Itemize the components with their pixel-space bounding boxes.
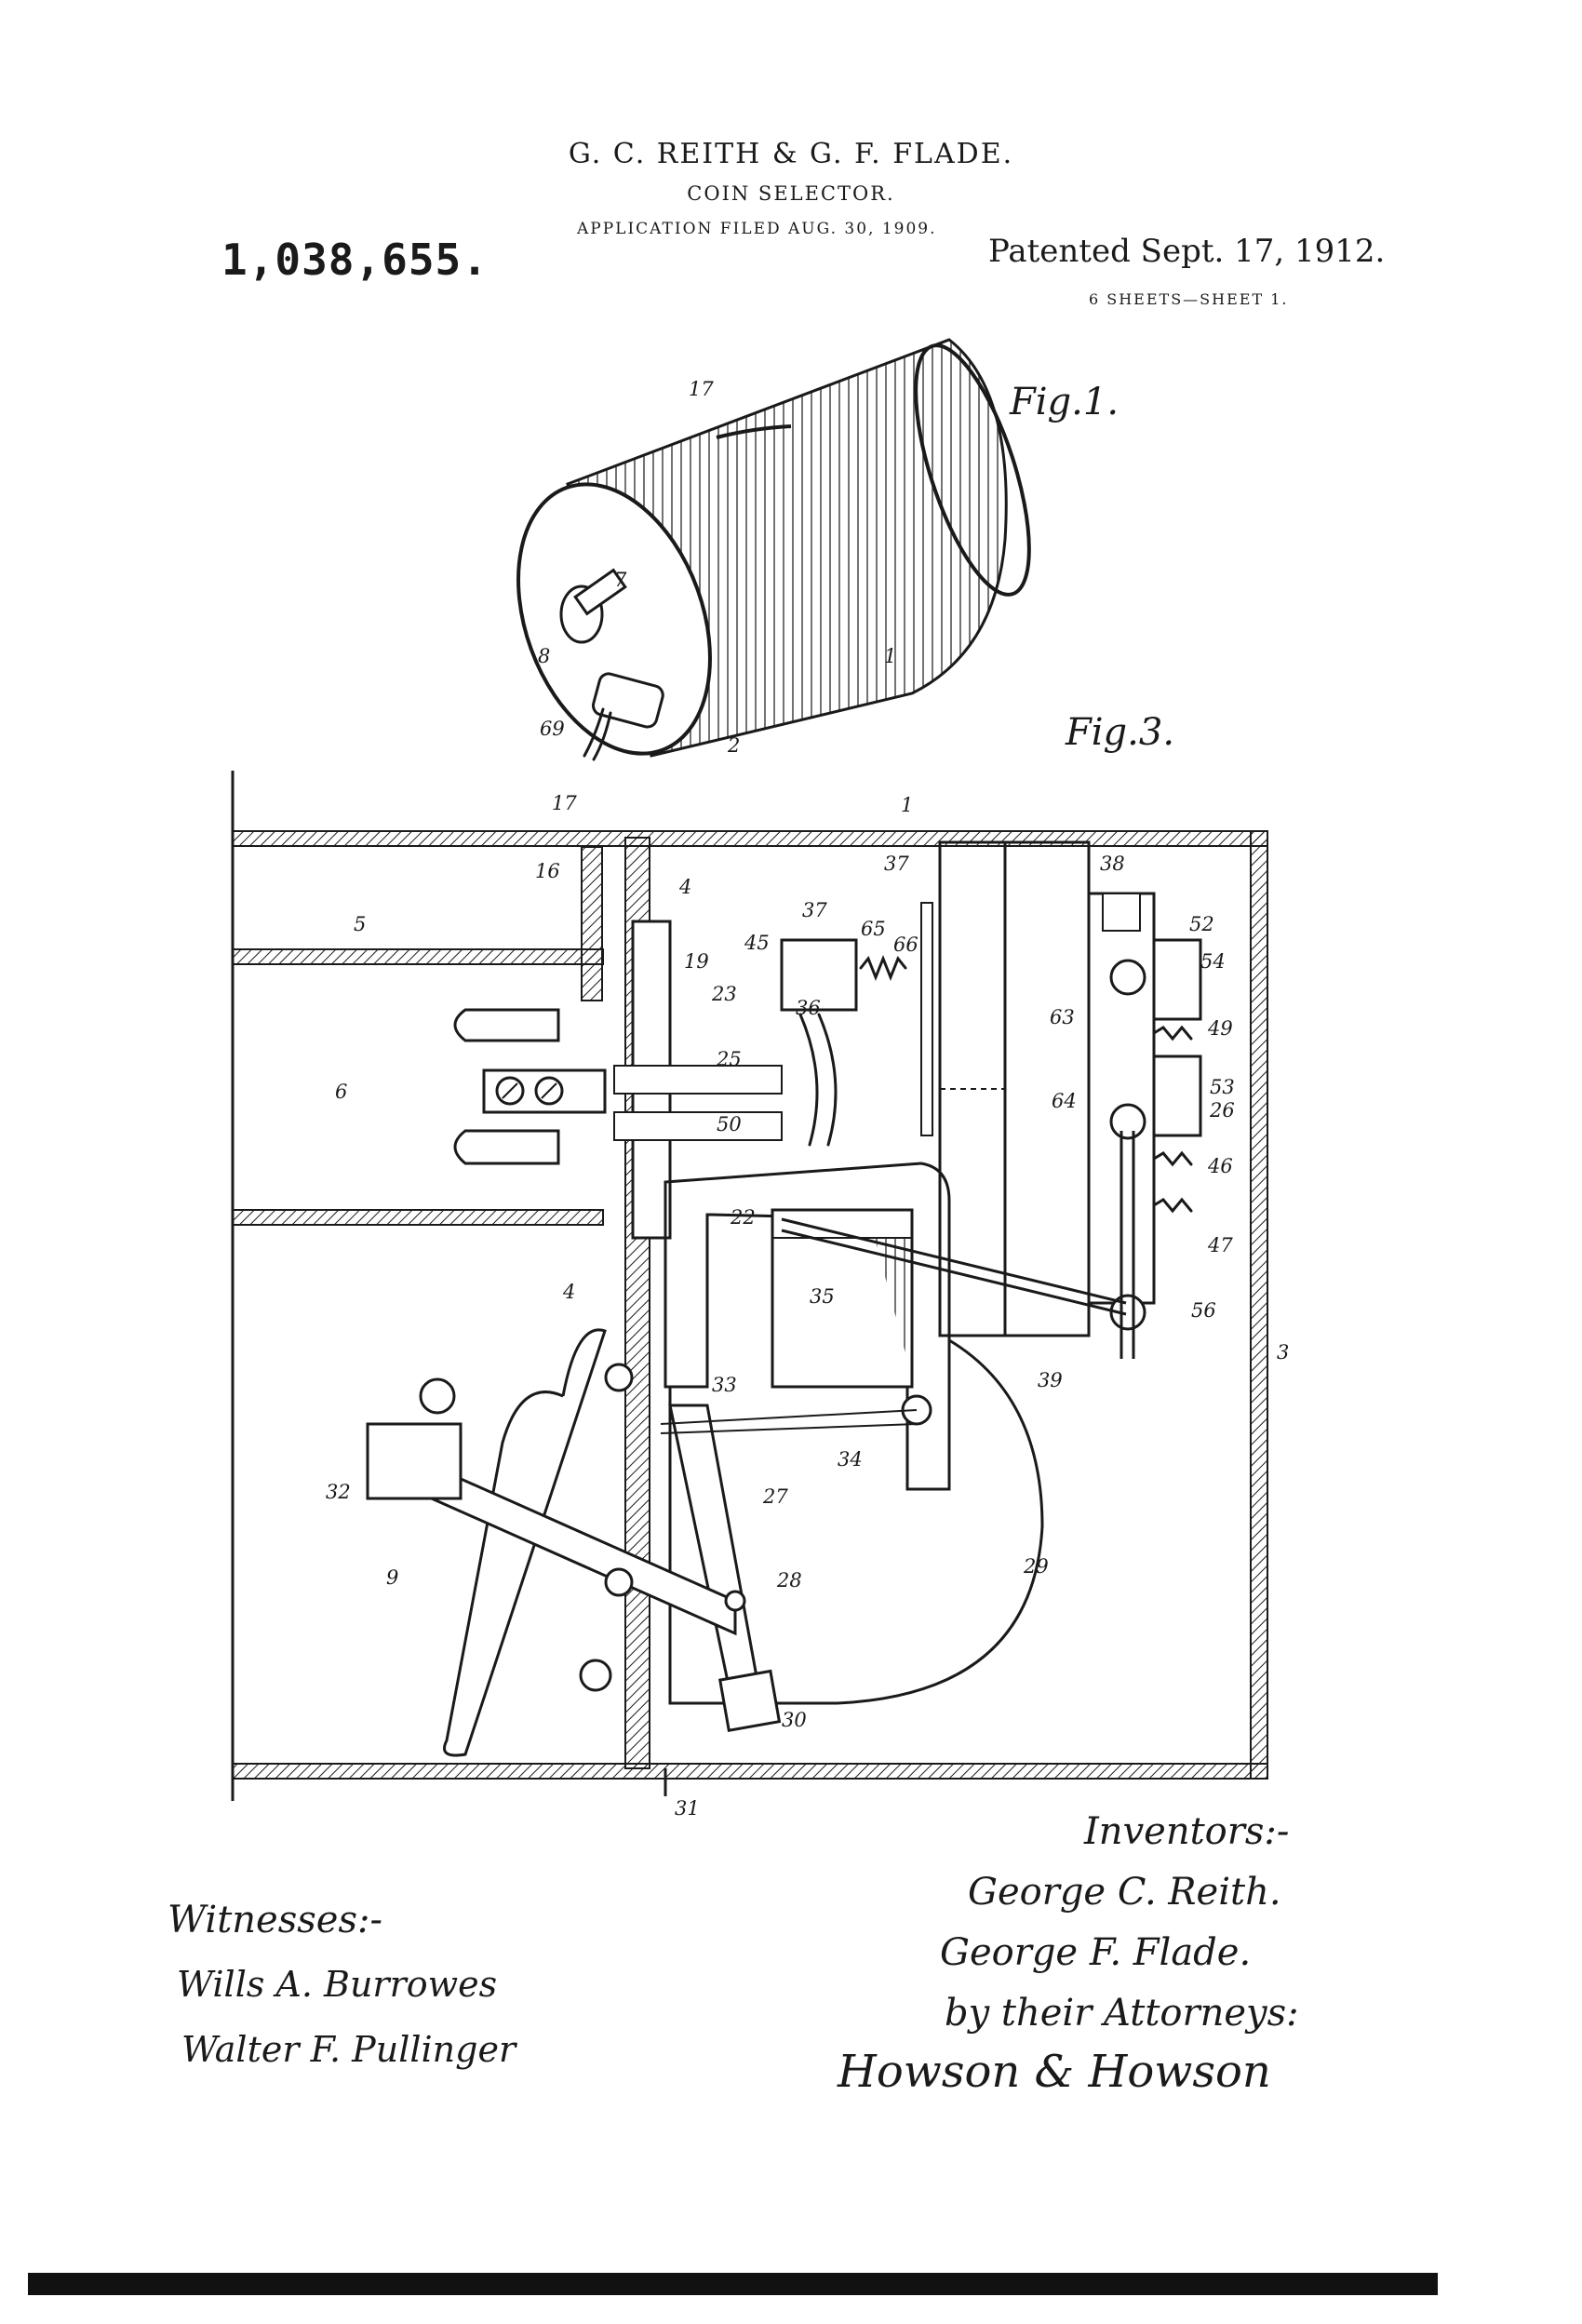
patent-title: COIN SELECTOR. (687, 182, 895, 205)
tail-30 (717, 1669, 782, 1733)
ref-64: 64 (1052, 1090, 1077, 1112)
figure-1: 17 7 8 69 1 2 Fig.1. (516, 338, 1119, 761)
ref-37a: 37 (884, 853, 909, 875)
cylinder-end-face (516, 482, 712, 756)
ref-49: 49 (1207, 1017, 1233, 1040)
ref-23: 23 (711, 983, 737, 1005)
ref-36: 36 (796, 997, 821, 1019)
ref-54: 54 (1200, 950, 1226, 973)
ref-37b: 37 (802, 899, 827, 921)
ref-50: 26 (1209, 1099, 1235, 1122)
ref-53: 53 (1210, 1076, 1235, 1098)
patent-number: 1,038,655. (221, 235, 489, 285)
fig3-refs: 17 1 16 4 37 38 5 37 65 66 52 54 45 19 2… (326, 792, 1289, 1820)
fig-3-label: Fig.3. (1065, 711, 1174, 754)
cylinder-back-rim (914, 343, 1031, 597)
ref-66: 66 (893, 934, 918, 956)
inventor-1-signature: George C. Reith. (968, 1871, 1281, 1914)
patented-date: Patented Sept. 17, 1912. (988, 233, 1386, 270)
casing-bottom-wall (232, 1763, 1268, 1780)
spring-9 (443, 1328, 607, 1757)
casing-right-wall-3 (1250, 830, 1268, 1780)
inventors-heading: Inventors:- (1084, 1810, 1290, 1853)
ref-9: 9 (386, 1566, 398, 1589)
figure-3 (231, 771, 1268, 1801)
ref-31: 31 (675, 1797, 700, 1820)
weight-32 (366, 1422, 463, 1500)
ref-33: 33 (712, 1374, 737, 1396)
ref-30: 30 (782, 1709, 807, 1731)
fig1-refs: 17 7 8 69 1 2 (538, 378, 896, 757)
ref-4a: 4 (678, 876, 691, 898)
ref-1b: 1 (901, 794, 913, 816)
chute-16 (581, 846, 603, 1001)
ref-38: 38 (1100, 853, 1125, 875)
witness-2-signature: Walter F. Pullinger (181, 2029, 516, 2070)
ref-56: 56 (1191, 1299, 1216, 1322)
channel-bottom (232, 1209, 604, 1226)
ref-69: 69 (540, 718, 565, 740)
ref-63: 63 (1050, 1006, 1075, 1028)
fig-1-label: Fig.1. (1009, 381, 1119, 423)
sheet-count: 6 SHEETS—SHEET 1. (1089, 290, 1289, 308)
ref-65: 65 (861, 918, 886, 940)
coin-slot-17 (716, 424, 792, 439)
channel-top-5 (232, 948, 604, 965)
ref-4b: 4 (562, 1281, 575, 1303)
lever-27 (668, 1404, 765, 1719)
ref-22: 22 (730, 1206, 756, 1229)
ref-2: 2 (727, 734, 740, 757)
ref-17b: 17 (552, 792, 577, 814)
inventors-header: G. C. REITH & G. F. FLADE. (568, 138, 1014, 170)
ref-16: 16 (535, 860, 560, 882)
witnesses-heading: Witnesses:- (168, 1899, 382, 1941)
block-37 (780, 938, 858, 1012)
ref-6: 6 (335, 1081, 347, 1103)
ref-39: 39 (1038, 1369, 1063, 1391)
attorneys-signature: Howson & Howson (838, 2046, 1271, 2098)
ref-29: 29 (1023, 1555, 1049, 1578)
attorneys-line: by their Attorneys: (945, 1992, 1299, 2035)
ref-26: 50 (717, 1113, 742, 1135)
ref-35: 35 (810, 1285, 835, 1308)
ref-19: 19 (684, 950, 709, 973)
ref-46: 46 (1207, 1155, 1233, 1177)
ref-52: 52 (1189, 913, 1214, 935)
ref-3: 3 (1277, 1341, 1289, 1364)
ref-17: 17 (689, 378, 714, 400)
application-filed: APPLICATION FILED AUG. 30, 1909. (577, 220, 937, 238)
ref-45: 45 (744, 932, 770, 954)
knob-shaft-7 (573, 568, 627, 616)
magnet-frame (664, 1162, 951, 1491)
ref-7: 7 (614, 569, 627, 591)
ref-27: 27 (762, 1485, 788, 1508)
ref-8: 8 (538, 645, 550, 667)
ref-25: 25 (716, 1048, 742, 1070)
casing-top-wall (232, 830, 1268, 847)
ref-47: 47 (1207, 1234, 1233, 1256)
witness-1-signature: Wills A. Burrowes (177, 1964, 498, 2005)
ref-5: 5 (354, 913, 366, 935)
ref-1: 1 (884, 645, 896, 667)
ref-28: 28 (776, 1569, 802, 1592)
ref-34: 34 (838, 1448, 863, 1471)
scan-edge-bar (28, 2273, 1438, 2295)
ref-32: 32 (326, 1481, 351, 1503)
rejector-29 (668, 1338, 1044, 1705)
inventor-2-signature: George F. Flade. (940, 1931, 1252, 1974)
